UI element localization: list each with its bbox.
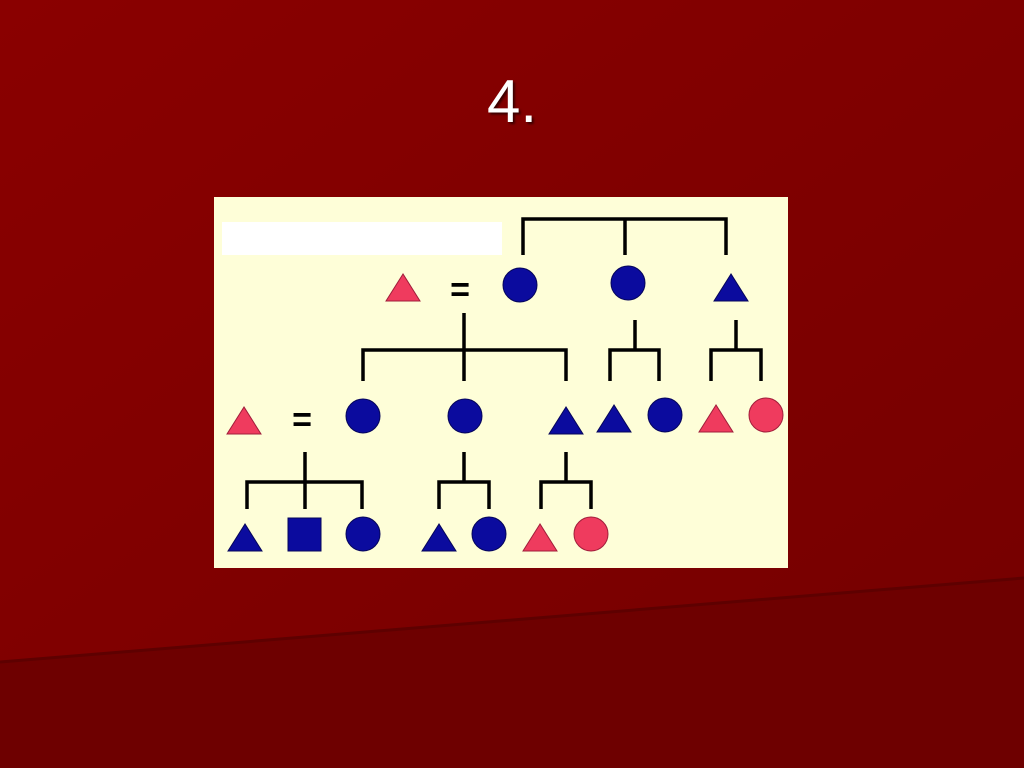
descent-line-couple-1 [361, 313, 568, 381]
gen2-blue-circle-1 [345, 398, 381, 434]
gen2-pink-triangle-2 [698, 404, 734, 433]
sibling-bracket-top [521, 217, 728, 255]
gen3-blue-triangle-2 [421, 523, 457, 552]
slide-title: 4. [486, 68, 538, 135]
gen3-pink-triangle [522, 523, 558, 552]
gen1-pink-triangle [385, 273, 421, 302]
gen3-pink-circle [573, 516, 609, 552]
gen3-blue-square [287, 517, 322, 552]
descent-line-couple-2 [245, 452, 364, 509]
gen2-blue-triangle-2 [596, 404, 632, 433]
gen2-blue-triangle-1 [548, 406, 584, 435]
descent-line-circle-2 [608, 320, 661, 381]
gen2-pink-triangle-1 [226, 406, 262, 435]
descent-line-gen2-circle [437, 452, 491, 509]
diagram-panel: = = [214, 197, 788, 568]
gen2-blue-circle-3 [647, 397, 683, 433]
kinship-lines [245, 217, 763, 509]
gen3-blue-circle-1 [345, 516, 381, 552]
marriage-sign-2: = [292, 401, 312, 439]
gen2-pink-circle [748, 397, 784, 433]
gen1-blue-circle-2 [610, 265, 646, 301]
marriage-sign-1: = [450, 271, 470, 309]
gen2-blue-circle-2 [447, 398, 483, 434]
gen3-blue-triangle-1 [227, 523, 263, 552]
background-band [0, 578, 1024, 768]
descent-line-triangle-1 [709, 320, 763, 381]
gen3-blue-circle-2 [471, 516, 507, 552]
gen1-blue-triangle [713, 273, 749, 302]
kinship-diagram: = = [222, 217, 784, 552]
label-box [222, 222, 502, 255]
gen1-blue-circle-1 [502, 267, 538, 303]
background-band-edge [0, 576, 1024, 664]
descent-line-gen2-triangle [539, 452, 593, 509]
